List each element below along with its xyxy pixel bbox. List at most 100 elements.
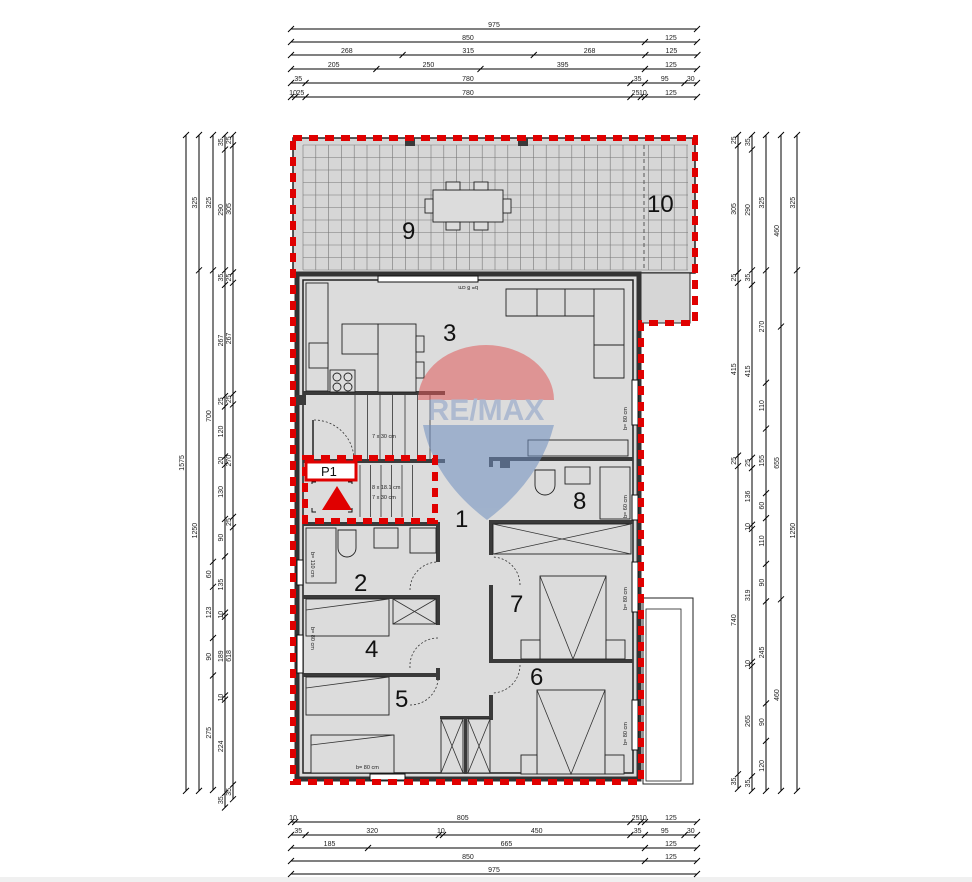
dimension-tick xyxy=(195,131,203,139)
windows xyxy=(296,379,639,781)
dimension-tick xyxy=(229,390,237,398)
dimension-tick xyxy=(734,142,742,149)
dimension-tick xyxy=(287,79,295,87)
dimension-label: 35 xyxy=(218,138,225,146)
dimension-label: 30 xyxy=(687,828,695,835)
dimension-tick xyxy=(693,38,701,46)
kitchen xyxy=(305,282,425,393)
dimension-label: 90 xyxy=(218,534,225,542)
dimension-tick xyxy=(777,787,785,795)
dimension-tick xyxy=(693,831,701,839)
dimension-label: 805 xyxy=(457,815,469,822)
room-label-8: 8 xyxy=(573,488,586,515)
dimension-tick xyxy=(209,583,217,591)
p1-label: P1 xyxy=(321,464,337,479)
dimension-label: 305 xyxy=(226,203,233,215)
dimension-label: 315 xyxy=(462,48,474,55)
dimension-tick xyxy=(229,401,237,408)
dimension-label: 25 xyxy=(218,397,225,405)
dimension-tick xyxy=(734,452,742,459)
dimension-tick xyxy=(229,795,237,803)
dimension-tick xyxy=(287,870,295,878)
dimension-tick xyxy=(734,131,742,139)
dimension-tick xyxy=(209,131,217,139)
dimension-label: 90 xyxy=(759,579,766,587)
stairs-note: 7 x 30 cm xyxy=(372,434,396,440)
dimension-chain: 850 125 xyxy=(287,35,701,46)
dimension-tick xyxy=(221,266,229,274)
dimension-chain: 1575 xyxy=(179,131,190,795)
dimension-tick xyxy=(287,51,295,59)
dimension-tick xyxy=(627,93,634,101)
dimension-label: 290 xyxy=(218,204,225,216)
dimension-tick xyxy=(221,515,229,523)
dimension-tick xyxy=(748,772,756,780)
dimension-label: 35 xyxy=(218,796,225,804)
dimension-label: 35 xyxy=(294,828,302,835)
dimension-label: 35 xyxy=(745,138,752,146)
wardrobes-beds xyxy=(305,523,632,776)
dimension-label: 95 xyxy=(661,76,669,83)
dimension-label: 35 xyxy=(226,788,233,796)
dimension-label: 125 xyxy=(665,90,677,97)
dimension-chain: 975 xyxy=(287,22,701,33)
dimension-tick xyxy=(762,598,770,605)
dimension-label: 267 xyxy=(218,335,225,347)
dimension-tick xyxy=(641,857,649,865)
dimension-tick xyxy=(229,279,237,287)
dimension-tick xyxy=(793,266,801,274)
dimension-label: 60 xyxy=(759,502,766,510)
dimension-label: 780 xyxy=(462,76,474,83)
dimension-label: 185 xyxy=(324,841,336,848)
dimension-label: 35 xyxy=(745,780,752,788)
dimension-label: 35 xyxy=(634,76,642,83)
dimension-tick xyxy=(364,844,372,852)
dimension-label: 290 xyxy=(745,204,752,216)
dimension-tick xyxy=(530,51,538,59)
dimension-tick xyxy=(287,25,295,33)
dimension-label: 10 xyxy=(639,815,647,822)
dimension-tick xyxy=(627,818,634,826)
dimension-label: 319 xyxy=(745,589,752,601)
remax-logo-watermark: RE/MAX xyxy=(418,345,554,520)
dimension-tick xyxy=(209,634,217,642)
dimension-tick xyxy=(777,131,785,139)
dimension-label: 10 xyxy=(289,90,297,97)
dimension-tick xyxy=(642,51,649,59)
room-label-6: 6 xyxy=(530,664,543,691)
dimension-label: 25 xyxy=(226,136,233,144)
dimension-label: 125 xyxy=(665,35,677,42)
dimension-tick xyxy=(229,142,237,149)
dimension-tick xyxy=(221,553,229,560)
balcony xyxy=(642,597,694,785)
dimension-tick xyxy=(762,787,770,795)
dimension-label: 268 xyxy=(341,48,353,55)
dimension-tick xyxy=(793,131,801,139)
dimension-tick xyxy=(641,93,649,101)
bathroom-2-fixtures xyxy=(305,527,437,584)
dimension-tick xyxy=(748,281,756,289)
dimension-tick xyxy=(439,831,447,839)
dimension-tick xyxy=(734,269,742,276)
unit-outline xyxy=(290,135,698,785)
dimension-tick xyxy=(221,692,229,699)
outdoor-table xyxy=(432,189,504,223)
dimension-tick xyxy=(221,281,229,289)
dimension-tick xyxy=(748,658,756,666)
dimension-label: 460 xyxy=(774,225,781,237)
dimension-tick xyxy=(209,672,217,679)
dimension-label: 25 xyxy=(226,518,233,526)
dimension-label: 618 xyxy=(226,650,233,662)
dimension-label: 850 xyxy=(462,35,474,42)
room-label-4: 4 xyxy=(365,636,378,663)
dimension-tick xyxy=(641,818,649,826)
dimension-tick xyxy=(221,403,229,410)
dimension-tick xyxy=(291,818,299,826)
